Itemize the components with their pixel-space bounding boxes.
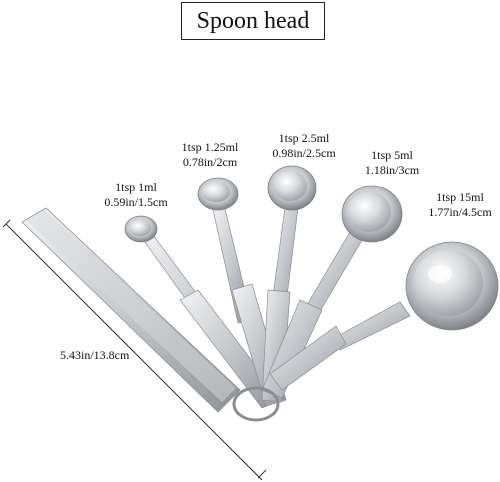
label-spoon-2-5ml: 1tsp 2.5ml 0.98in/2.5cm (262, 131, 346, 161)
size-text: 1.18in/3cm (364, 163, 420, 177)
size-text: 0.59in/1.5cm (104, 195, 168, 209)
title-text: Spoon head (196, 7, 310, 34)
length-label: 5.43in/13.8cm (60, 348, 130, 362)
size-text: 0.78in/2cm (182, 155, 238, 169)
capacity-text: 1tsp 2.5ml (278, 131, 330, 145)
label-spoon-1ml: 1tsp 1ml 0.59in/1.5cm (96, 180, 176, 210)
title-box: Spoon head (181, 2, 325, 40)
size-text: 0.98in/2.5cm (272, 146, 336, 160)
label-spoon-5ml: 1tsp 5ml 1.18in/3cm (354, 148, 430, 178)
capacity-text: 1tsp 15ml (436, 190, 484, 204)
capacity-text: 1tsp 5ml (371, 148, 413, 162)
dimension-bracket (2, 219, 267, 481)
long-flat-handle (21, 207, 241, 413)
capacity-text: 1tsp 1ml (115, 180, 157, 194)
binding-ring (232, 386, 280, 422)
label-spoon-1-25ml: 1tsp 1.25ml 0.78in/2cm (168, 140, 252, 170)
capacity-text: 1tsp 1.25ml (181, 140, 239, 154)
spoon-15ml (269, 241, 499, 391)
label-spoon-15ml: 1tsp 15ml 1.77in/4.5cm (420, 190, 500, 220)
size-text: 1.77in/4.5cm (428, 205, 492, 219)
